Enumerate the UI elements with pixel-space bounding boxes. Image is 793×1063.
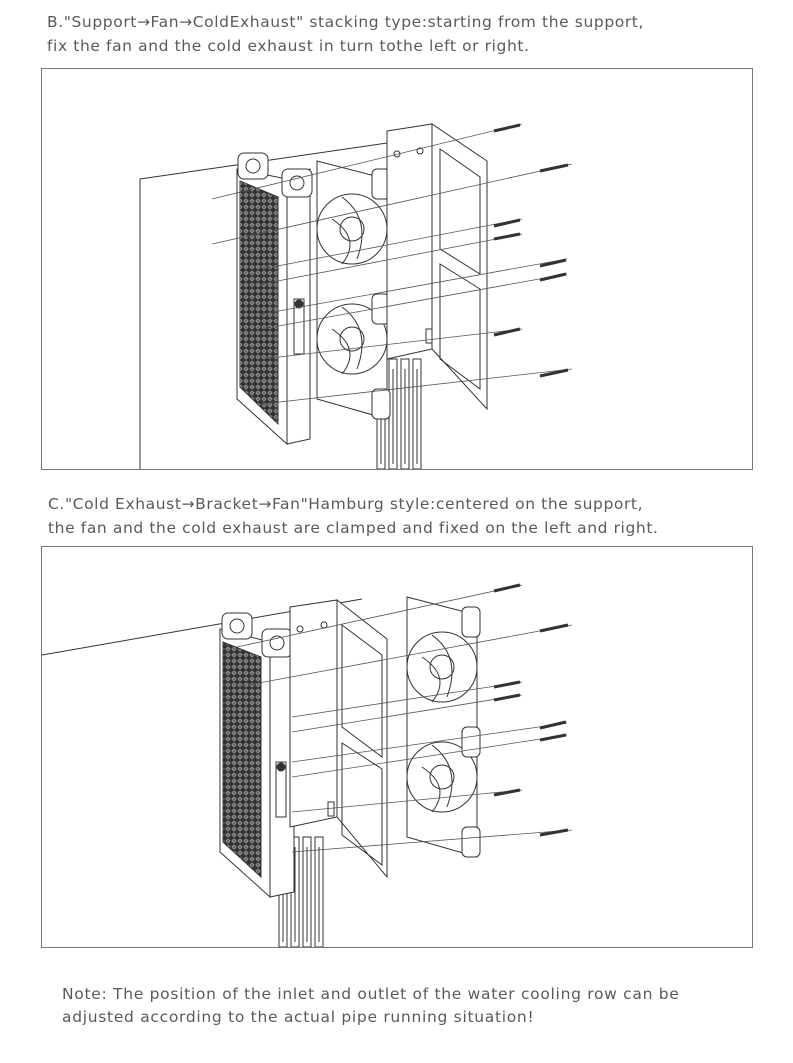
section-b-caption: B."Support→Fan→ColdExhaust" stacking typ… bbox=[47, 10, 644, 58]
bracket bbox=[386, 123, 488, 411]
radiator bbox=[236, 152, 313, 446]
section-c-caption-line1: C."Cold Exhaust→Bracket→Fan"Hamburg styl… bbox=[48, 495, 644, 513]
radiator bbox=[219, 612, 295, 899]
section-c-caption-line2: the fan and the cold exhaust are clamped… bbox=[48, 519, 659, 537]
note: Note: The position of the inlet and outl… bbox=[62, 983, 680, 1029]
fans bbox=[316, 160, 391, 420]
note-line2: adjusted according to the actual pipe ru… bbox=[62, 1008, 535, 1026]
fans bbox=[406, 596, 481, 858]
guide-lines bbox=[211, 123, 573, 405]
screws bbox=[493, 123, 569, 378]
screws bbox=[493, 583, 569, 837]
hamburg-assembly-diagram bbox=[42, 583, 573, 947]
note-line1: Note: The position of the inlet and outl… bbox=[62, 985, 680, 1003]
section-b-illustration bbox=[41, 68, 753, 470]
section-c-caption: C."Cold Exhaust→Bracket→Fan"Hamburg styl… bbox=[48, 492, 659, 540]
section-b-caption-line2: fix the fan and the cold exhaust in turn… bbox=[47, 37, 530, 55]
section-c-illustration bbox=[41, 546, 753, 948]
stacking-assembly-diagram bbox=[139, 123, 573, 469]
section-b-caption-line1: B."Support→Fan→ColdExhaust" stacking typ… bbox=[47, 13, 645, 31]
bracket bbox=[289, 598, 388, 879]
guide-lines bbox=[236, 584, 573, 853]
